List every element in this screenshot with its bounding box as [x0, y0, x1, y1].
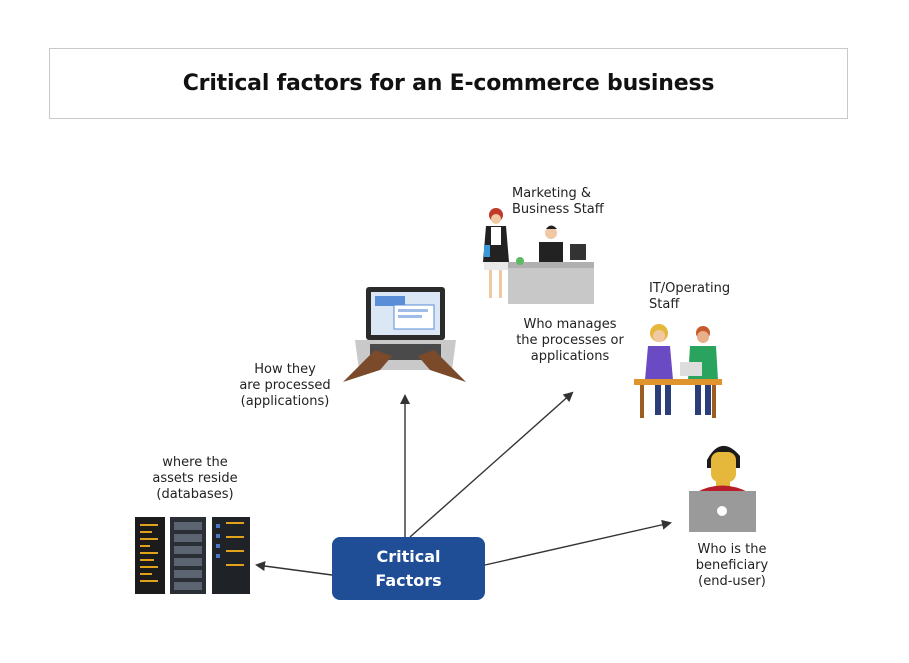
- critical-factors-label: Critical Factors: [375, 546, 442, 590]
- end-user-label: Who is the beneficiary (end-user): [695, 542, 769, 589]
- who-manages-label: Who manages the processes or application…: [516, 317, 624, 364]
- it-staff-label: IT/Operating Staff: [649, 281, 731, 312]
- arrow-to-databases: [255, 561, 333, 576]
- title-box: Critical factors for an E-commerce busin…: [49, 48, 848, 119]
- arrow-to-who-manages: [409, 391, 574, 538]
- it-team-icon: [634, 324, 722, 418]
- server-rack-icon: [135, 517, 250, 594]
- page-title: Critical factors for an E-commerce busin…: [182, 71, 715, 96]
- laptop-typing-icon: [343, 287, 466, 382]
- end-user-icon: [689, 445, 756, 532]
- applications-label: How they are processed (applications): [239, 362, 331, 409]
- office-staff-icon: [483, 208, 594, 304]
- marketing-staff-label: Marketing & Business Staff: [512, 186, 604, 217]
- databases-label: where the assets reside (databases): [152, 455, 238, 502]
- critical-factors-box: Critical Factors: [332, 537, 485, 600]
- arrow-to-end-user: [484, 519, 672, 566]
